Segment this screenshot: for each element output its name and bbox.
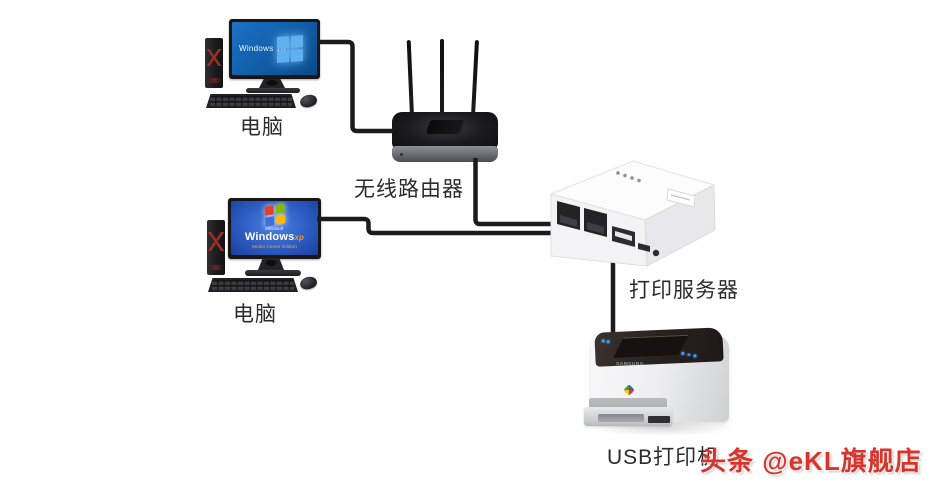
computer1-tower-icon: [205, 38, 223, 88]
microsoft-label: Microsoft: [265, 226, 284, 232]
router-body-icon: [392, 112, 498, 149]
router-antenna-icon: [440, 39, 444, 116]
printer-top-panel: [594, 327, 724, 367]
cable-computer1-router: [317, 39, 394, 134]
print-server-leds: [616, 171, 641, 183]
computer1-monitor-icon: Windows 10: [229, 19, 320, 79]
printer-output-tray: [613, 335, 690, 358]
usb-port-tongue: [615, 231, 632, 241]
printer-led: [687, 353, 690, 356]
xp-label: xp: [294, 232, 305, 242]
windows-label: Windowsxp: [244, 230, 305, 243]
computer1-label: 电脑: [240, 116, 284, 139]
cable-computer2-printserver: [317, 216, 559, 236]
printer-led: [681, 351, 684, 355]
computer2-stand-neck: [258, 258, 284, 270]
printer-led: [606, 340, 610, 343]
watermark-text: 头条 @eKL旗舰店: [700, 446, 922, 476]
power-jack-icon: [652, 249, 660, 257]
printer-label: USB打印机: [607, 446, 720, 469]
router-label: 无线路由器: [354, 178, 464, 201]
computer2-screen: Microsoft Windowsxp Media Center Edition: [231, 201, 318, 255]
computer1-stand-base: [246, 88, 300, 93]
micro-usb-port-icon: [638, 243, 650, 252]
computer1-screen: Windows 10: [232, 22, 317, 75]
ethernet-port-inner: [560, 215, 577, 227]
media-center-edition-label: Media Center Edition: [252, 243, 297, 250]
computer2-stand-base: [245, 270, 301, 276]
sticker-line: [670, 194, 691, 201]
cable-router-printserver: [473, 158, 558, 227]
computer2-tower-icon: [207, 220, 225, 275]
printer-led: [601, 339, 605, 342]
printer-tray-handle: [598, 414, 644, 422]
computer1-keyboard-icon: [206, 94, 296, 108]
computer2-label: 电脑: [233, 303, 277, 326]
windows10-label: Windows 10: [239, 44, 286, 54]
computer1-stand-neck: [259, 79, 285, 88]
ethernet-port-inner: [587, 222, 604, 234]
printer-brand-label: SAMSUNG: [616, 360, 644, 367]
printer-tray-slot: [648, 416, 670, 423]
computer2-monitor-icon: Microsoft Windowsxp Media Center Edition: [228, 198, 321, 259]
print-server-label: 打印服务器: [629, 279, 739, 302]
computer2-keyboard-icon: [208, 278, 298, 292]
printer-led: [693, 354, 696, 358]
router-base-icon: [392, 146, 498, 162]
